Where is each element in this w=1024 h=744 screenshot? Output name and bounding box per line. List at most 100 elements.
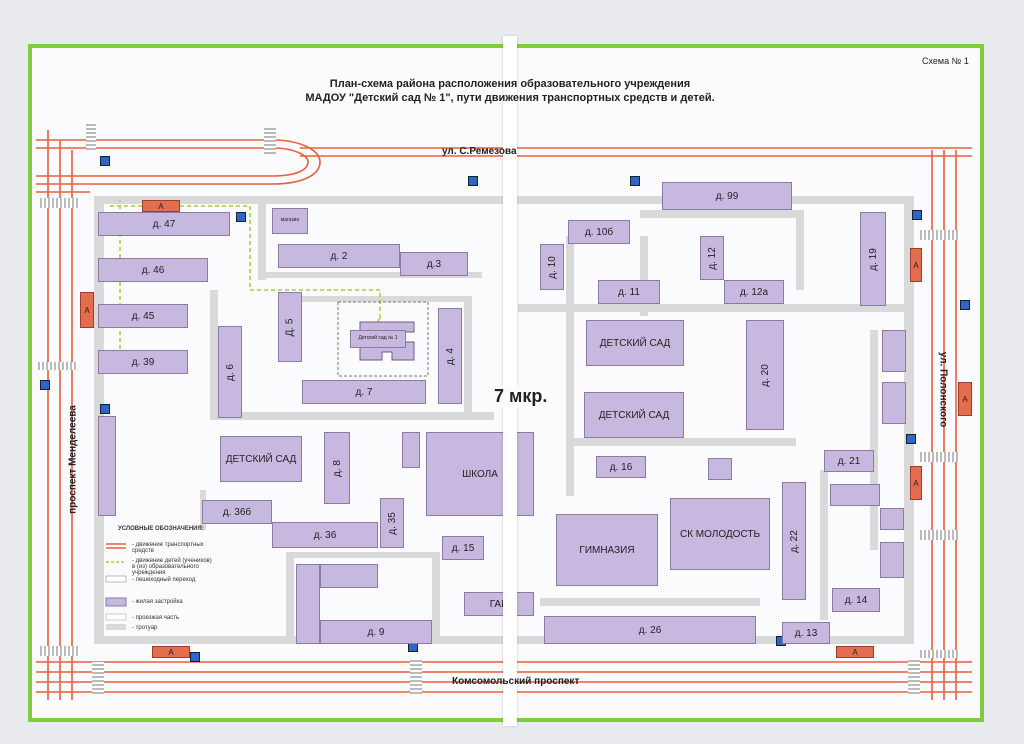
building-unnamed [880, 508, 904, 530]
street-south-label: Комсомольский проспект [452, 676, 580, 687]
bus-stop: А [836, 646, 874, 658]
building-d9-wing [296, 564, 320, 644]
building-unnamed [882, 330, 906, 372]
bus-stop: А [80, 292, 94, 328]
page-seam [503, 36, 517, 726]
district-label: 7 мкр. [490, 386, 552, 407]
crosswalk [920, 530, 960, 540]
building-d4: д. 4 [438, 308, 462, 404]
building-d8: д. 8 [324, 432, 350, 504]
building-d9-wing [320, 564, 378, 588]
building-unnamed [830, 484, 880, 506]
crosswalk [92, 662, 104, 694]
building-unnamed [98, 416, 116, 516]
bus-stop: А [910, 248, 922, 282]
building-d99: д. 99 [662, 182, 792, 210]
sidewalk-inner [432, 552, 440, 642]
building-d3: д.3 [400, 252, 468, 276]
road-sign-icon [236, 212, 246, 222]
building-d12-label: д. 12 [706, 246, 718, 270]
kindergarten-east-1: ДЕТСКИЙ САД [586, 320, 684, 366]
building-d4-label: д. 4 [444, 347, 456, 365]
building-d5-label: Д. 5 [284, 318, 296, 336]
street-west-label: проспект Менделеева [67, 405, 79, 514]
building-d10-label: д. 10 [546, 255, 558, 279]
building-d19-label: д. 19 [867, 247, 879, 271]
building-d15: д. 15 [442, 536, 484, 560]
building-d10b: д. 10б [568, 220, 630, 244]
legend-item-sidewalk: - тротуар [132, 625, 158, 631]
sidewalk-inner [540, 598, 760, 606]
building-d12: д. 12 [700, 236, 724, 280]
crosswalk [86, 124, 96, 150]
legend-swatches [105, 543, 127, 630]
sidewalk-inner [566, 236, 574, 496]
building-d16: д. 16 [596, 456, 646, 478]
sidewalk-inner [290, 296, 470, 302]
building-unnamed [880, 542, 904, 578]
building-d45: д. 45 [98, 304, 188, 328]
gymnasium: ГИМНАЗИЯ [556, 514, 658, 586]
building-d10: д. 10 [540, 244, 564, 290]
sidewalk-inner [214, 412, 494, 420]
crosswalk [908, 660, 920, 694]
building-d20-label: д. 20 [759, 363, 771, 387]
building-unnamed [708, 458, 732, 480]
building-unnamed [882, 382, 906, 424]
traffic-lane-loop [36, 147, 309, 177]
sidewalk-inner [464, 296, 472, 414]
kindergarten-target: Детский сад № 1 [350, 330, 406, 348]
building-d26: д. 26 [544, 616, 756, 644]
building-d22: д. 22 [782, 482, 806, 600]
building-d46: д. 46 [98, 258, 208, 282]
street-east-label: ул. Полонского [937, 351, 949, 428]
sidewalk-inner [796, 210, 804, 290]
traffic-lane-loop [36, 139, 321, 185]
sidewalk-east [904, 196, 914, 644]
legend-item-residential: - жилая застройка [132, 599, 183, 605]
building-d11: д. 11 [598, 280, 660, 304]
sidewalk-inner [518, 304, 908, 312]
building-d2: д. 2 [278, 244, 400, 268]
legend-item-traffic: - движение транспортных средств [132, 542, 204, 554]
building-d9: д. 9 [320, 620, 432, 644]
bus-stop: А [910, 466, 922, 500]
building-d22-label: д. 22 [788, 529, 800, 553]
road-sign-icon [40, 380, 50, 390]
scheme-number: Схема № 1 [922, 56, 969, 66]
crosswalk [40, 646, 80, 656]
sidewalk-south [94, 636, 910, 644]
road-sign-icon [190, 652, 200, 662]
building-d6: д. 6 [218, 326, 242, 418]
building-d7: д. 7 [302, 380, 426, 404]
building-d14: д. 14 [832, 588, 880, 612]
bus-stop: А [152, 646, 190, 658]
building-d5: Д. 5 [278, 292, 302, 362]
sidewalk-inner [286, 552, 438, 558]
crosswalk [920, 452, 960, 462]
map-title-line2: МАДОУ "Детский сад № 1", пути движения т… [305, 92, 715, 104]
sidewalk-inner [640, 210, 800, 218]
kindergarten-plot [337, 301, 429, 377]
road-sign-icon [468, 176, 478, 186]
bus-stop: А [958, 382, 972, 416]
legend-item-roadway: - проезжая часть [132, 615, 180, 621]
building-d6-label: д. 6 [224, 363, 236, 381]
building-d36b: д. 36б [202, 500, 272, 524]
building-d35: д. 35 [380, 498, 404, 548]
building-unnamed [402, 432, 420, 468]
map-title-line1: План-схема района расположения образоват… [329, 78, 691, 90]
building-d47: д. 47 [98, 212, 230, 236]
sidewalk-inner [258, 200, 266, 280]
sports-complex: СК МОЛОДОСТЬ [670, 498, 770, 570]
sidewalk-inner [640, 236, 648, 316]
crosswalk [920, 230, 960, 240]
building-shop: магазин [272, 208, 308, 234]
building-gai: ГАИ [464, 592, 534, 616]
children-route [110, 205, 381, 318]
sidewalk-inner [566, 438, 796, 446]
sidewalk-north [94, 196, 904, 204]
building-d36: д. 36 [272, 522, 378, 548]
